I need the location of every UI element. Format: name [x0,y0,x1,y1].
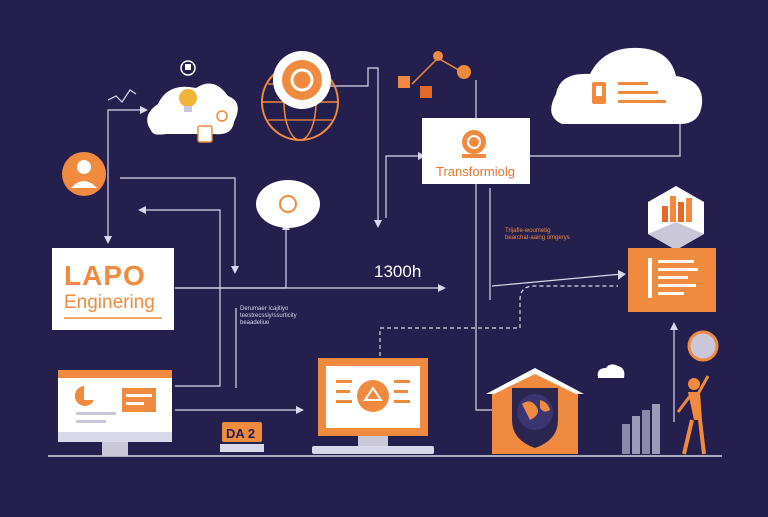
house-globe-icon [486,368,584,454]
note-dark-line: teestrecssiy/ssurticity [240,313,297,319]
user-icon [62,152,106,196]
company-subtitle: Enginering [64,292,155,313]
connector-transform-left [385,155,418,218]
connectors [107,67,681,422]
bar-chart-icon [648,186,704,250]
device-label: DA 2 [226,426,256,441]
bulb-small-icon [180,60,196,76]
connector-left-top [120,177,236,268]
dashed-connector-laptop [379,300,521,356]
transform-card [422,118,530,184]
dashed-connector-panel [519,285,618,301]
badge-icon [256,180,320,228]
globe-icon [261,51,339,141]
idea-cloud [147,83,238,143]
transform-label: Transformiolg [436,164,515,179]
connector-globe-right [310,67,379,222]
arrowheads [104,106,678,414]
network-nodes-icon [398,51,471,98]
device-screen [222,422,262,442]
growth-bars [622,404,660,454]
monitor-icon [58,370,172,456]
gear-icon [216,110,228,122]
cloud-icon [551,47,703,124]
person-pointing-icon [676,375,710,455]
note-dark-line: beaadeliue [240,320,270,326]
trend-squiggle [107,89,137,103]
status-circle-icon [687,330,719,362]
lightbulb-icon [179,89,197,112]
orange-list-panel [628,248,716,312]
note-orange: Trijafle-woumetig bearchat-aaing omgerys [505,228,570,242]
connector-to-panel [491,273,623,287]
company-title: LAPO [64,260,146,291]
device-base [220,444,264,452]
small-cloud-icon [597,364,625,378]
laptop-icon [312,358,434,454]
dashed-connectors [379,285,618,356]
note-dark: Derumaer Icajitiyo teestrecssiy/ssurtici… [240,306,297,327]
note-orange-line: Trijafle-woumetig [505,228,551,234]
document-icon [197,125,213,143]
connector-left-mid [146,209,221,387]
time-label: 1300h [374,262,422,281]
note-dark-line: Derumaer Icajitiyo [240,306,289,312]
connector-cloud-house [475,80,496,411]
note-orange-line: bearchat-aaing omgerys [505,235,570,241]
connector-user-to-lapo [107,109,140,238]
lapo-card [52,248,174,330]
connector-to-badge [175,228,287,289]
badge-ring [279,195,297,213]
